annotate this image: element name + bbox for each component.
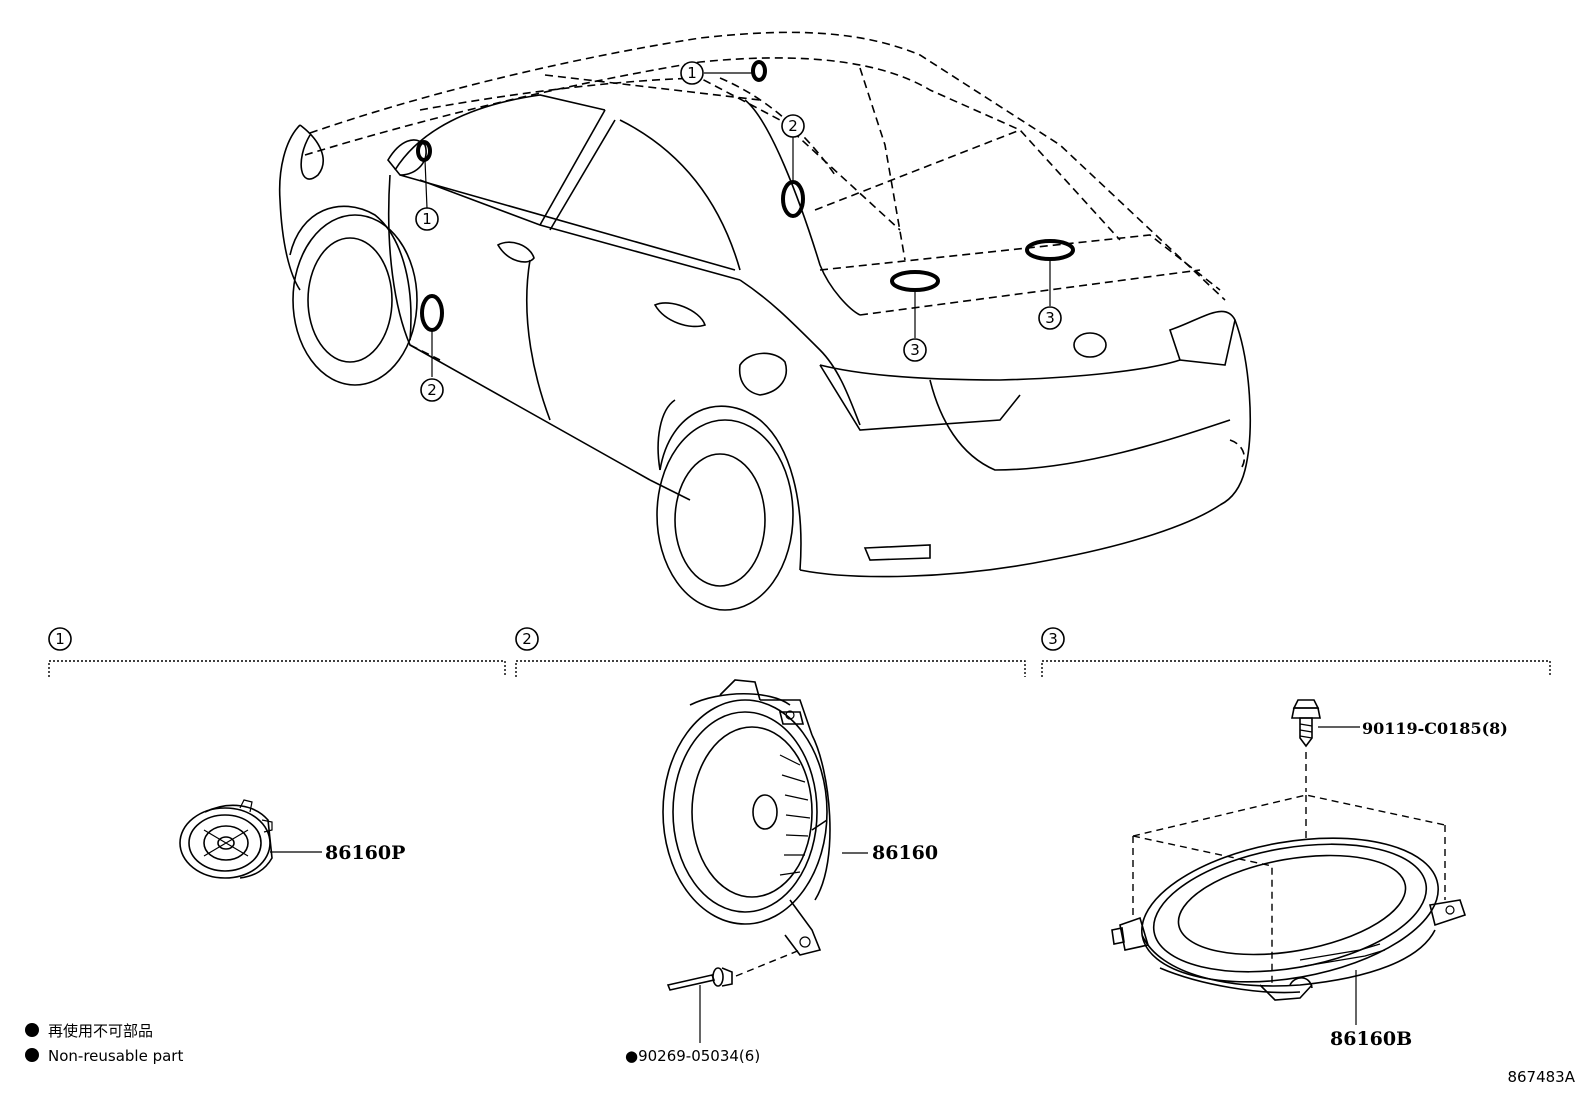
- non-reusable-bullet-icon: [25, 1048, 39, 1062]
- svg-text:1: 1: [687, 64, 697, 82]
- tweeter-location-front: [416, 140, 432, 162]
- svg-text:2: 2: [522, 630, 532, 648]
- screw-part-number: 90119-C0185(8): [1362, 719, 1508, 738]
- callout-2-rear: 2: [781, 114, 805, 138]
- illustration-code: 867483A: [1507, 1068, 1575, 1086]
- callout-1-front: 1: [415, 207, 439, 231]
- screw-drawing: [1291, 699, 1360, 792]
- svg-text:3: 3: [1045, 309, 1055, 327]
- legend-japanese: 再使用不可部品: [48, 1022, 153, 1040]
- shelf-speaker-location-right: [1025, 239, 1075, 261]
- section-1-header: 1: [48, 627, 506, 677]
- door-speaker-part-number: 86160: [872, 842, 938, 864]
- svg-text:1: 1: [422, 210, 432, 228]
- svg-text:1: 1: [55, 630, 65, 648]
- non-reusable-bullet-icon: [25, 1023, 39, 1037]
- shelf-speaker-location-left: [890, 270, 940, 292]
- tweeter-location-rear: [751, 60, 767, 82]
- rivet-part-number: ●90269-05034(6): [625, 1047, 760, 1065]
- tweeter-part-number: 86160P: [325, 842, 405, 864]
- car-illustration: [278, 31, 1251, 611]
- svg-text:2: 2: [427, 381, 437, 399]
- svg-text:3: 3: [1048, 630, 1058, 648]
- callout-2-front: 2: [420, 378, 444, 402]
- tweeter-drawing: [179, 799, 322, 879]
- callout-1-top: 1: [680, 61, 704, 85]
- shelf-speaker-part-number: 86160B: [1330, 1028, 1412, 1050]
- shelf-speaker-drawing: [1111, 794, 1467, 1025]
- legend: 再使用不可部品 Non-reusable part: [25, 1022, 183, 1065]
- door-speaker-drawing: [662, 679, 868, 956]
- section-3-header: 3: [1041, 627, 1551, 677]
- callout-3-left: 3: [903, 338, 927, 362]
- svg-text:2: 2: [788, 117, 798, 135]
- callout-3-right: 3: [1038, 306, 1062, 330]
- door-speaker-location-front: [420, 294, 444, 332]
- legend-english: Non-reusable part: [48, 1047, 183, 1065]
- section-2-header: 2: [515, 627, 1026, 677]
- svg-text:3: 3: [910, 341, 920, 359]
- rivet-drawing: [666, 949, 801, 1043]
